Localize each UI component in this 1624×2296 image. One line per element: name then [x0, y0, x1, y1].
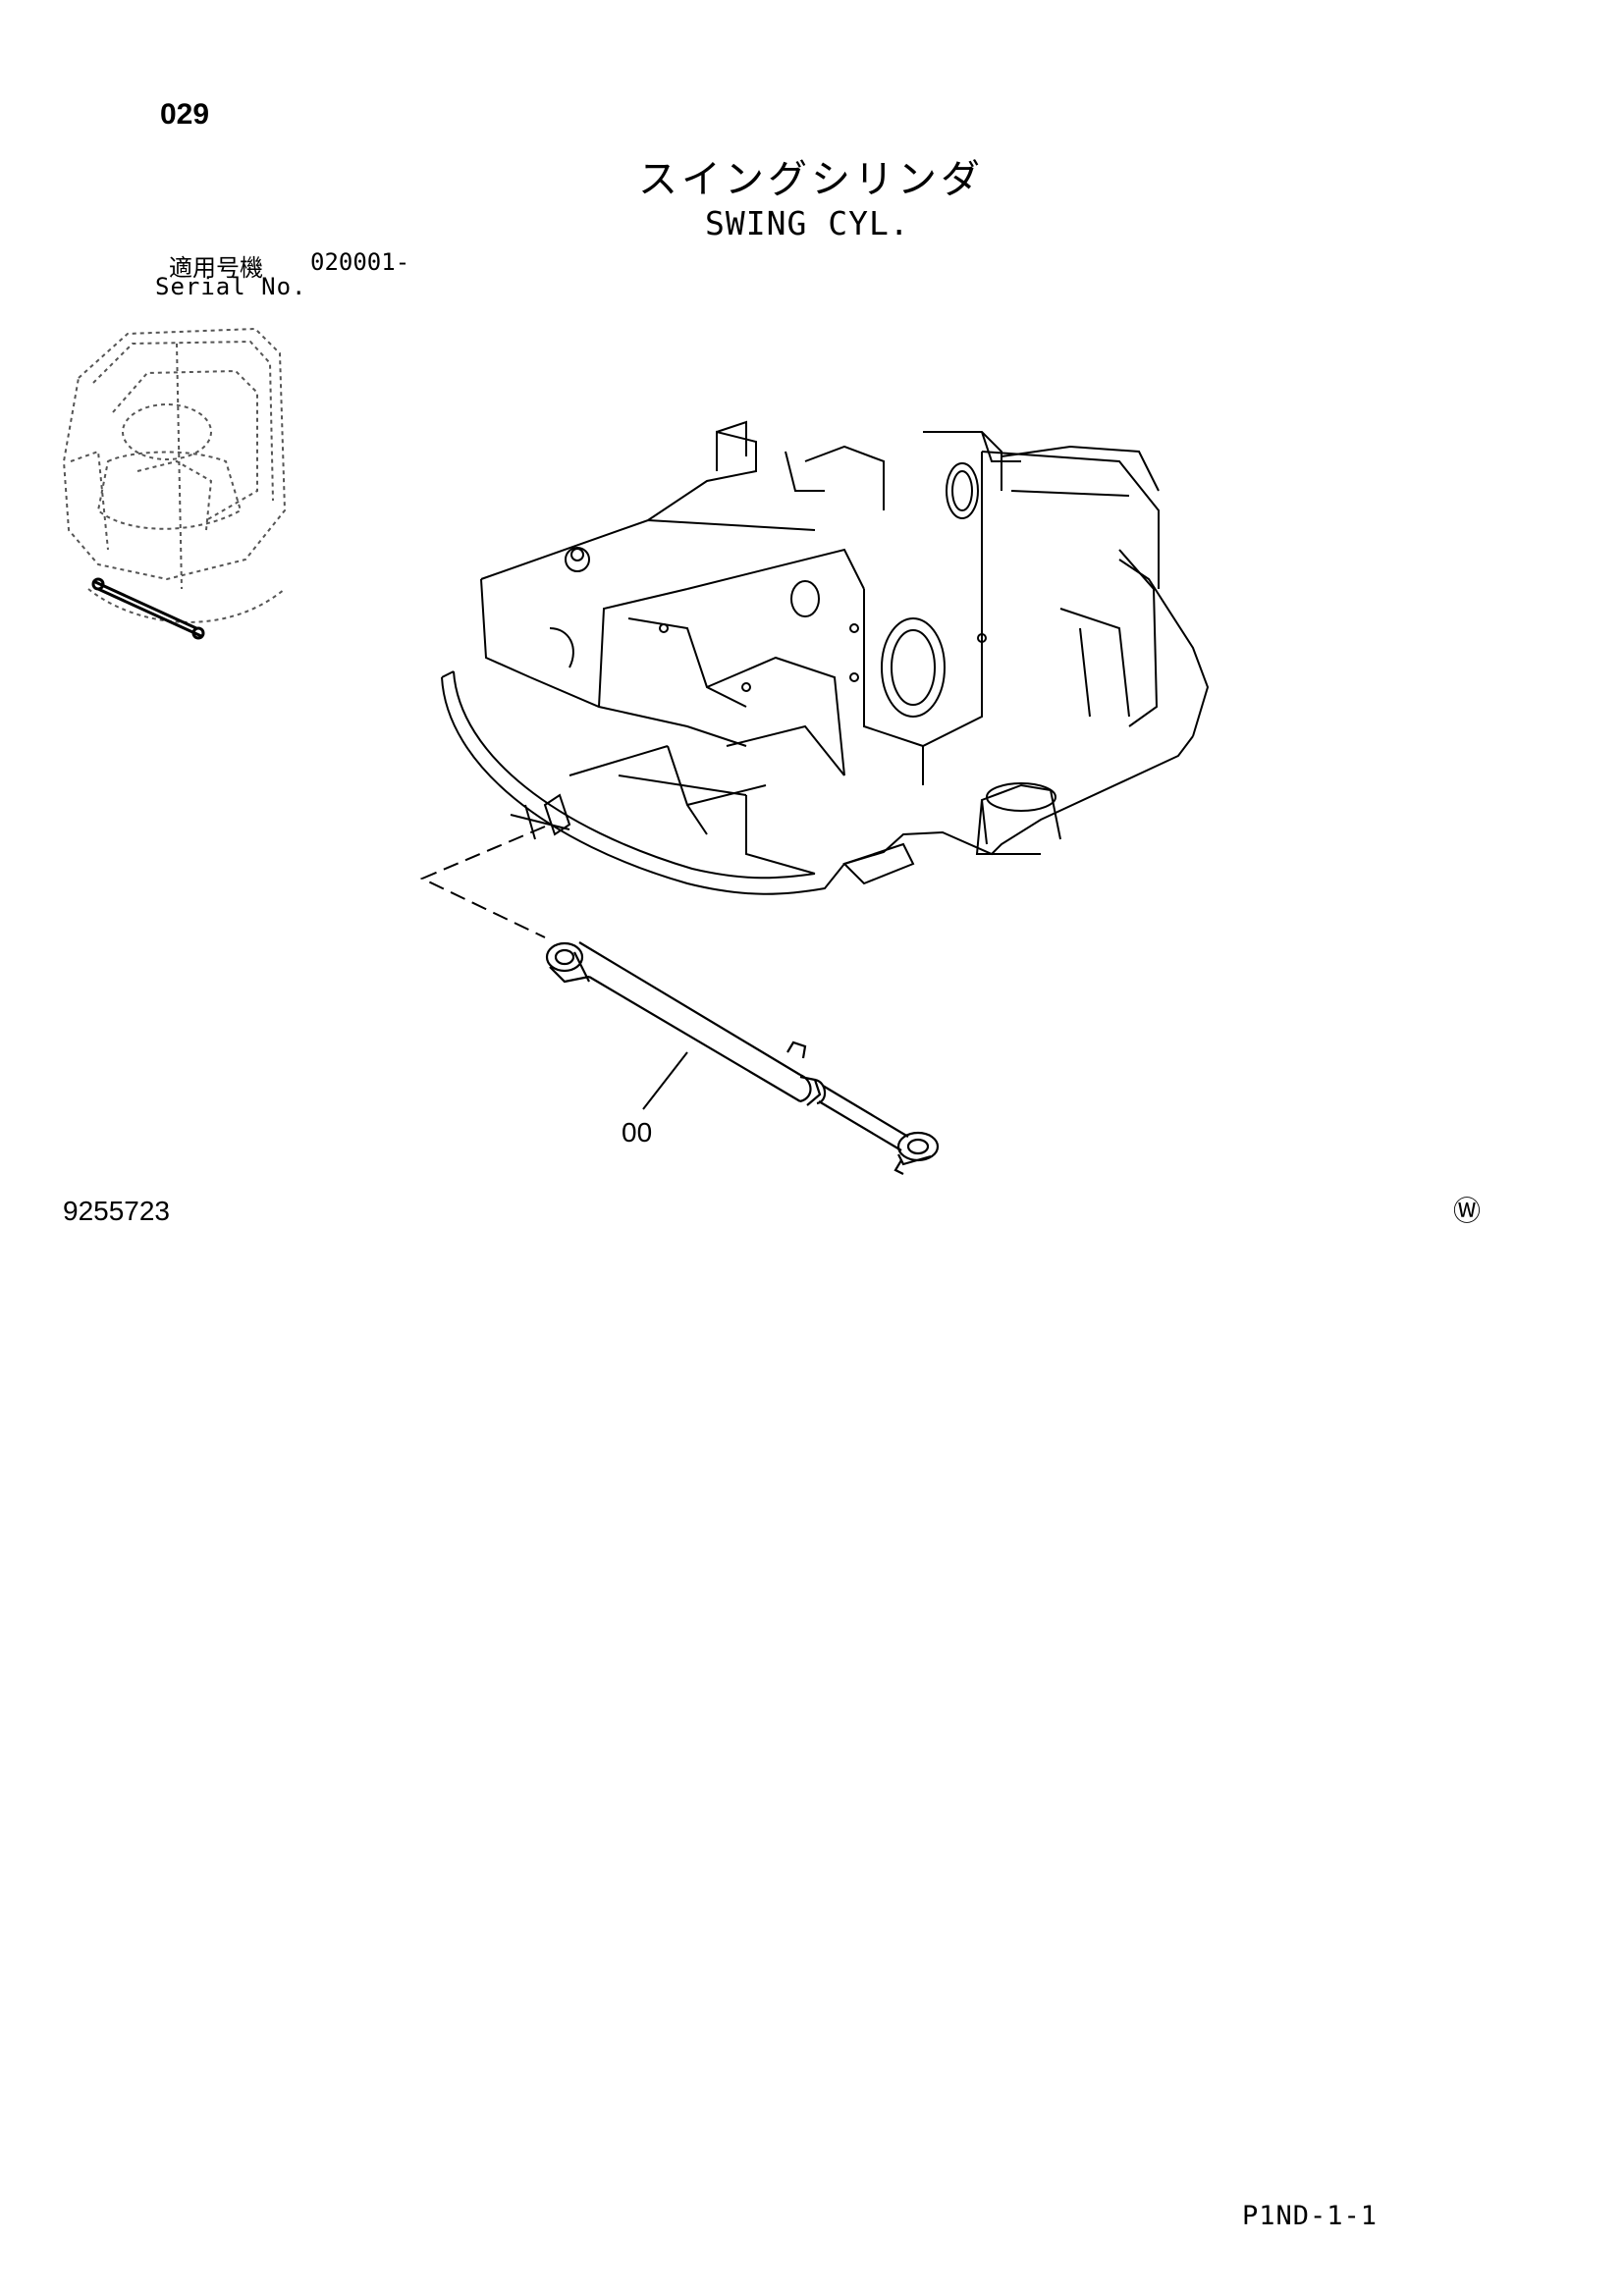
document-number: 9255723: [63, 1196, 171, 1226]
page-code: P1ND-1-1: [1242, 2201, 1379, 2231]
serial-label-japanese: 適用号機: [169, 254, 263, 282]
page-number: 029: [160, 98, 210, 131]
title-english: SWING CYL.: [705, 204, 910, 242]
assembly-leader-dashed: [419, 826, 546, 938]
title-japanese: スイングシリンダ: [638, 157, 984, 202]
swing-frame-drawing: [441, 420, 1210, 895]
circled-w-mark: Ⓦ: [1453, 1195, 1482, 1227]
serial-number-value: 020001-: [310, 248, 410, 276]
machine-thumbnail: [62, 327, 287, 623]
part-callout-label: 00: [622, 1117, 653, 1148]
serial-label-english: Serial No.: [155, 273, 307, 300]
thumbnail-cylinder-highlight: [91, 577, 205, 640]
swing-cylinder-drawing: [545, 941, 940, 1175]
